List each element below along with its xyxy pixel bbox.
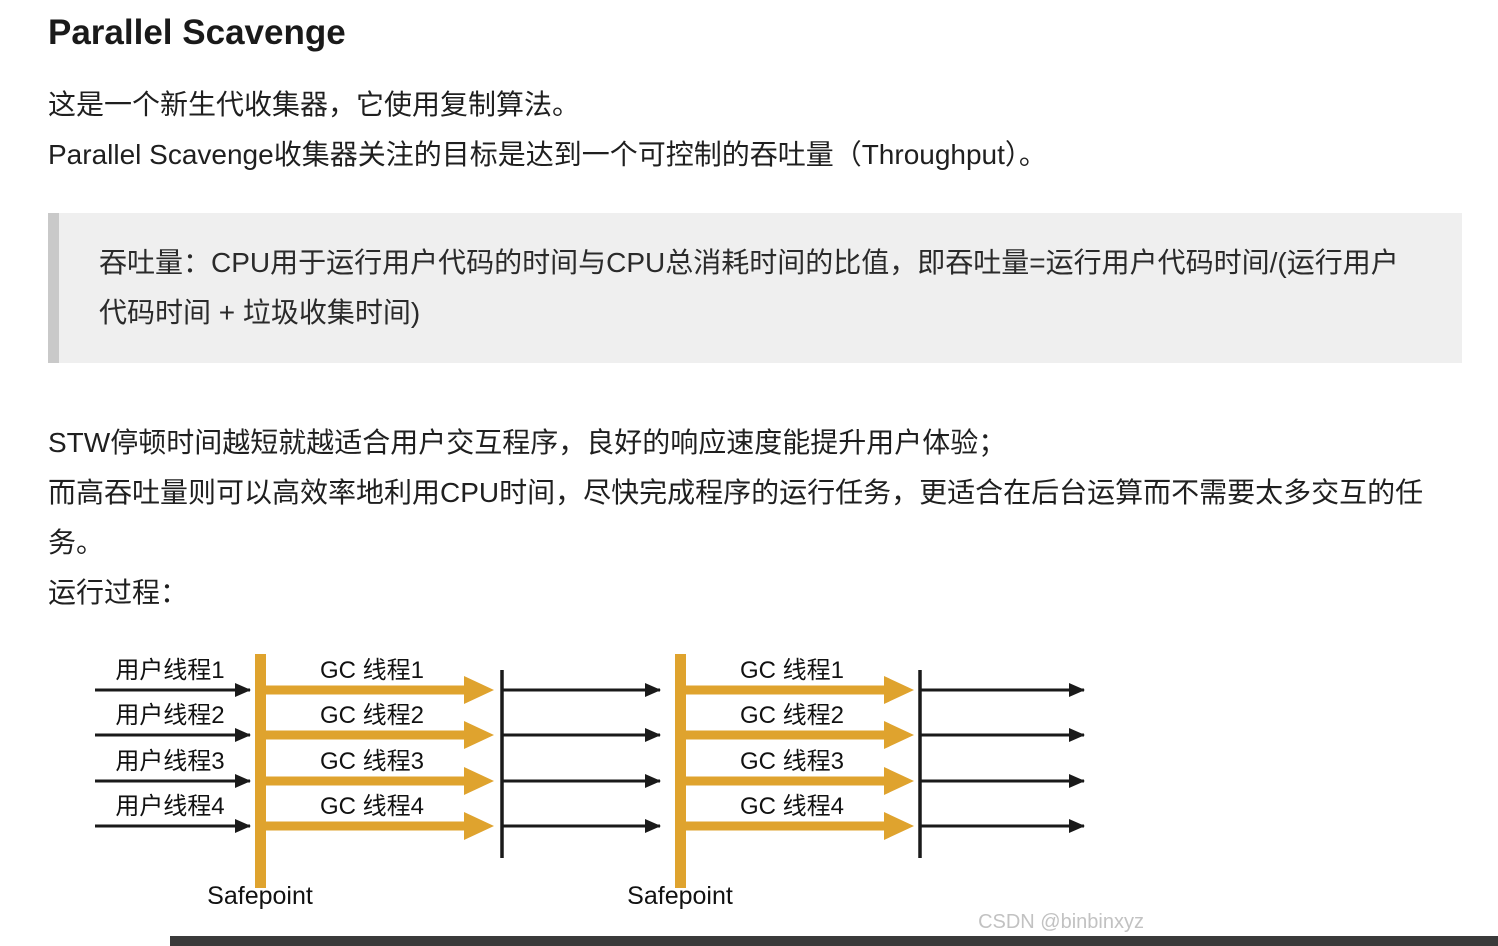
intro-line-1: 这是一个新生代收集器，它使用复制算法。: [48, 89, 581, 120]
gc-thread-3-label: GC 线程3: [320, 748, 424, 775]
gc-process-diagram: 用户线程1 用户线程2 用户线程3 用户线程4 GC 线程1 GC 线程2 GC…: [40, 642, 1462, 946]
safepoint-label-2: Safepoint: [627, 882, 733, 910]
intro-block: 这是一个新生代收集器，它使用复制算法。 Parallel Scavenge收集器…: [48, 80, 1462, 180]
gc-threads-group-1: GC 线程1 GC 线程2 GC 线程3 GC 线程4: [266, 657, 494, 840]
gc-thread-1-label: GC 线程1: [740, 657, 844, 684]
stw-paragraph: STW停顿时间越短就越适合用户交互程序，良好的响应速度能提升用户体验；: [48, 427, 1007, 458]
safepoint-label-1: Safepoint: [207, 882, 313, 910]
gc-thread-4-label: GC 线程4: [320, 793, 424, 820]
gc-thread-1-label: GC 线程1: [320, 657, 424, 684]
user-thread-1-label: 用户线程1: [115, 657, 224, 684]
gc-thread-2-label: GC 线程2: [320, 702, 424, 729]
gc-thread-2-label: GC 线程2: [740, 702, 844, 729]
throughput-quote-block: 吞吐量：CPU用于运行用户代码的时间与CPU总消耗时间的比值，即吞吐量=运行用户…: [48, 213, 1462, 363]
csdn-watermark: CSDN @binbinxyz: [978, 911, 1144, 933]
user-thread-rows: 用户线程1 用户线程2 用户线程3 用户线程4: [95, 657, 251, 833]
resumed-threads-2: [920, 683, 1085, 833]
discussion-block: STW停顿时间越短就越适合用户交互程序，良好的响应速度能提升用户体验； 而高吞吐…: [48, 418, 1462, 618]
user-thread-2-label: 用户线程2: [115, 702, 224, 729]
gc-threads-group-2: GC 线程1 GC 线程2 GC 线程3 GC 线程4: [686, 657, 914, 840]
gc-diagram-svg: 用户线程1 用户线程2 用户线程3 用户线程4 GC 线程1 GC 线程2 GC…: [95, 654, 1144, 933]
user-thread-4-label: 用户线程4: [115, 793, 224, 820]
user-thread-3-label: 用户线程3: [115, 748, 224, 775]
resumed-threads-1: [502, 683, 661, 833]
quote-text: 吞吐量：CPU用于运行用户代码的时间与CPU总消耗时间的比值，即吞吐量=运行用户…: [99, 247, 1399, 328]
safepoint-bar-1: [255, 654, 266, 888]
safepoint-bar-2: [675, 654, 686, 888]
intro-line-2: Parallel Scavenge收集器关注的目标是达到一个可控制的吞吐量（Th…: [48, 139, 1047, 170]
process-label: 运行过程：: [48, 577, 189, 608]
page-bottom-divider: [170, 936, 1498, 946]
gc-thread-4-label: GC 线程4: [740, 793, 844, 820]
throughput-paragraph: 而高吞吐量则可以高效率地利用CPU时间，尽快完成程序的运行任务，更适合在后台运算…: [48, 477, 1424, 558]
page-title: Parallel Scavenge: [48, 13, 346, 52]
gc-thread-3-label: GC 线程3: [740, 748, 844, 775]
